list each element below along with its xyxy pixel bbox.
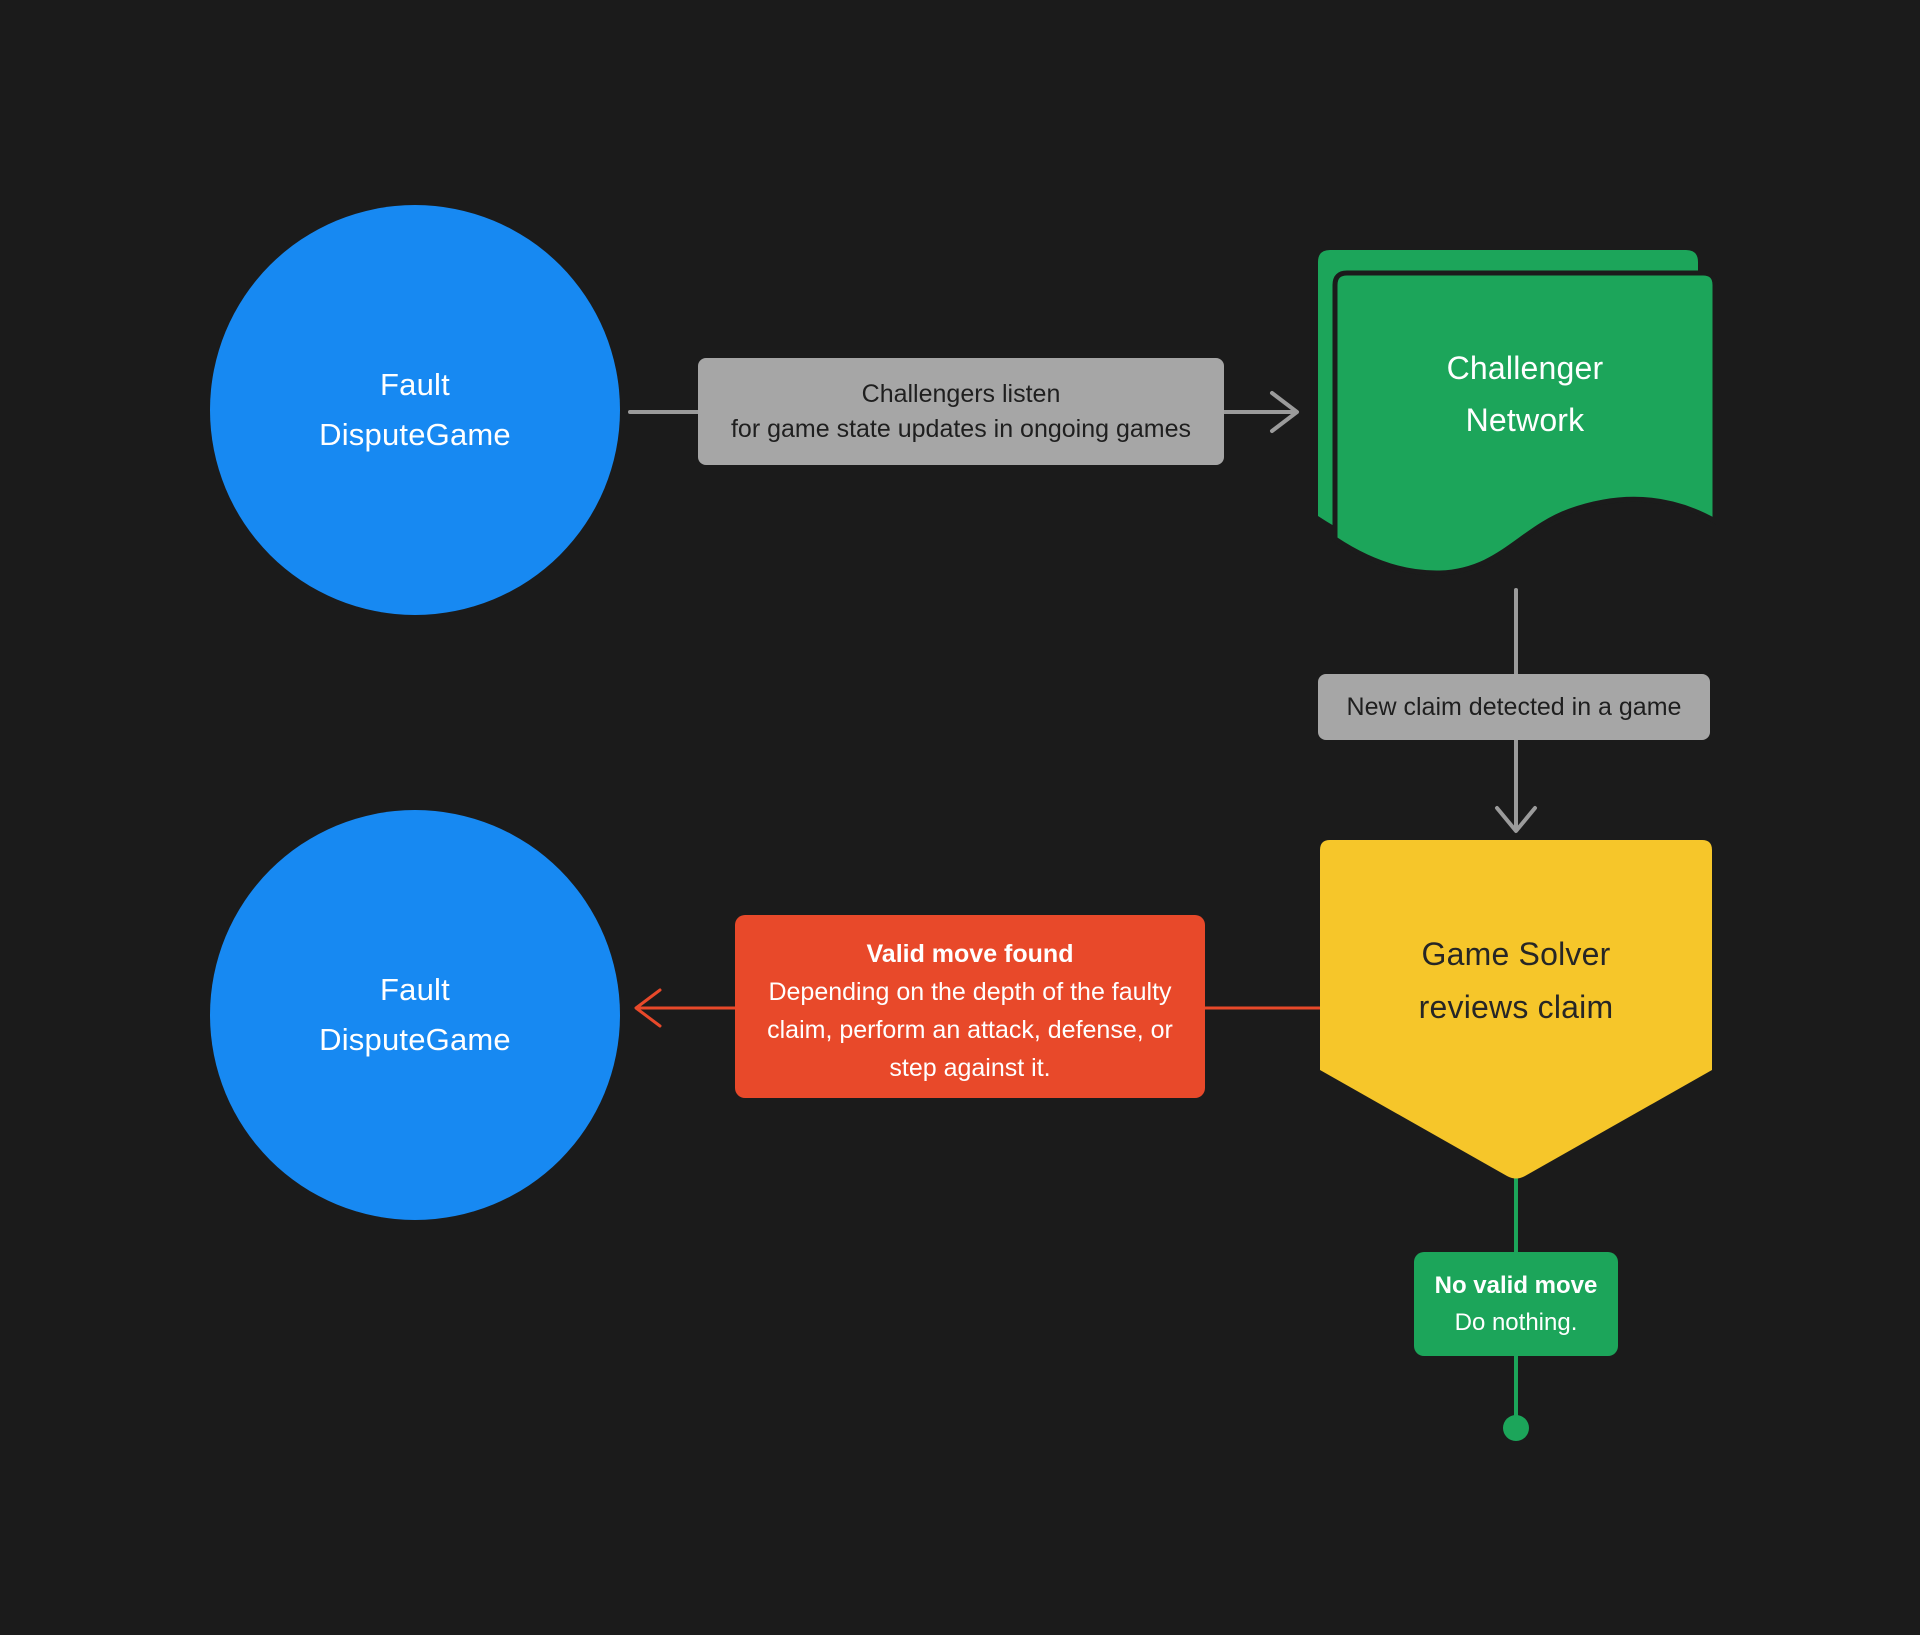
valid-move-callout: Valid move found Depending on the depth … xyxy=(735,915,1205,1098)
node-label-line: Fault xyxy=(380,972,450,1007)
no-valid-move-body: Do nothing. xyxy=(1454,1309,1578,1336)
game-solver-shape xyxy=(1320,840,1712,1179)
game-solver-label: Game Solver reviews claim xyxy=(1320,928,1712,1034)
arrow-right-head-icon xyxy=(1270,391,1299,433)
valid-move-body: Depending on the depth of the faulty cla… xyxy=(767,978,1173,1082)
end-dot-icon xyxy=(1503,1415,1529,1441)
document-front-icon xyxy=(1332,270,1718,576)
fault-disputegame-node-bottom: Fault DisputeGame xyxy=(210,810,620,1220)
edge-label-line: Challengers listen xyxy=(861,379,1061,408)
node-label-line: DisputeGame xyxy=(319,417,511,452)
edge-label-line: New claim detected in a game xyxy=(1346,692,1682,721)
arrow-down-head-icon xyxy=(1495,806,1537,833)
no-valid-move-callout: No valid move Do nothing. xyxy=(1414,1252,1618,1356)
fault-disputegame-node-top: Fault DisputeGame xyxy=(210,205,620,615)
node-label-line: reviews claim xyxy=(1418,989,1614,1025)
edge-label-new-claim: New claim detected in a game xyxy=(1318,674,1710,740)
edge-label-line: for game state updates in ongoing games xyxy=(730,414,1192,443)
node-label-line: DisputeGame xyxy=(319,1022,511,1057)
node-label-line: Network xyxy=(1465,402,1585,438)
no-valid-move-title: No valid move xyxy=(1434,1272,1598,1299)
edge-label-challengers-listen: Challengers listen for game state update… xyxy=(698,358,1224,465)
challenger-network-shape xyxy=(1318,250,1718,576)
node-label-line: Game Solver xyxy=(1421,936,1611,972)
challenger-network-label: Challenger Network xyxy=(1335,342,1715,446)
node-label-line: Fault xyxy=(380,367,450,402)
valid-move-title: Valid move found xyxy=(866,940,1074,968)
arrow-left-head-icon xyxy=(634,988,662,1028)
node-label-line: Challenger xyxy=(1446,350,1604,386)
